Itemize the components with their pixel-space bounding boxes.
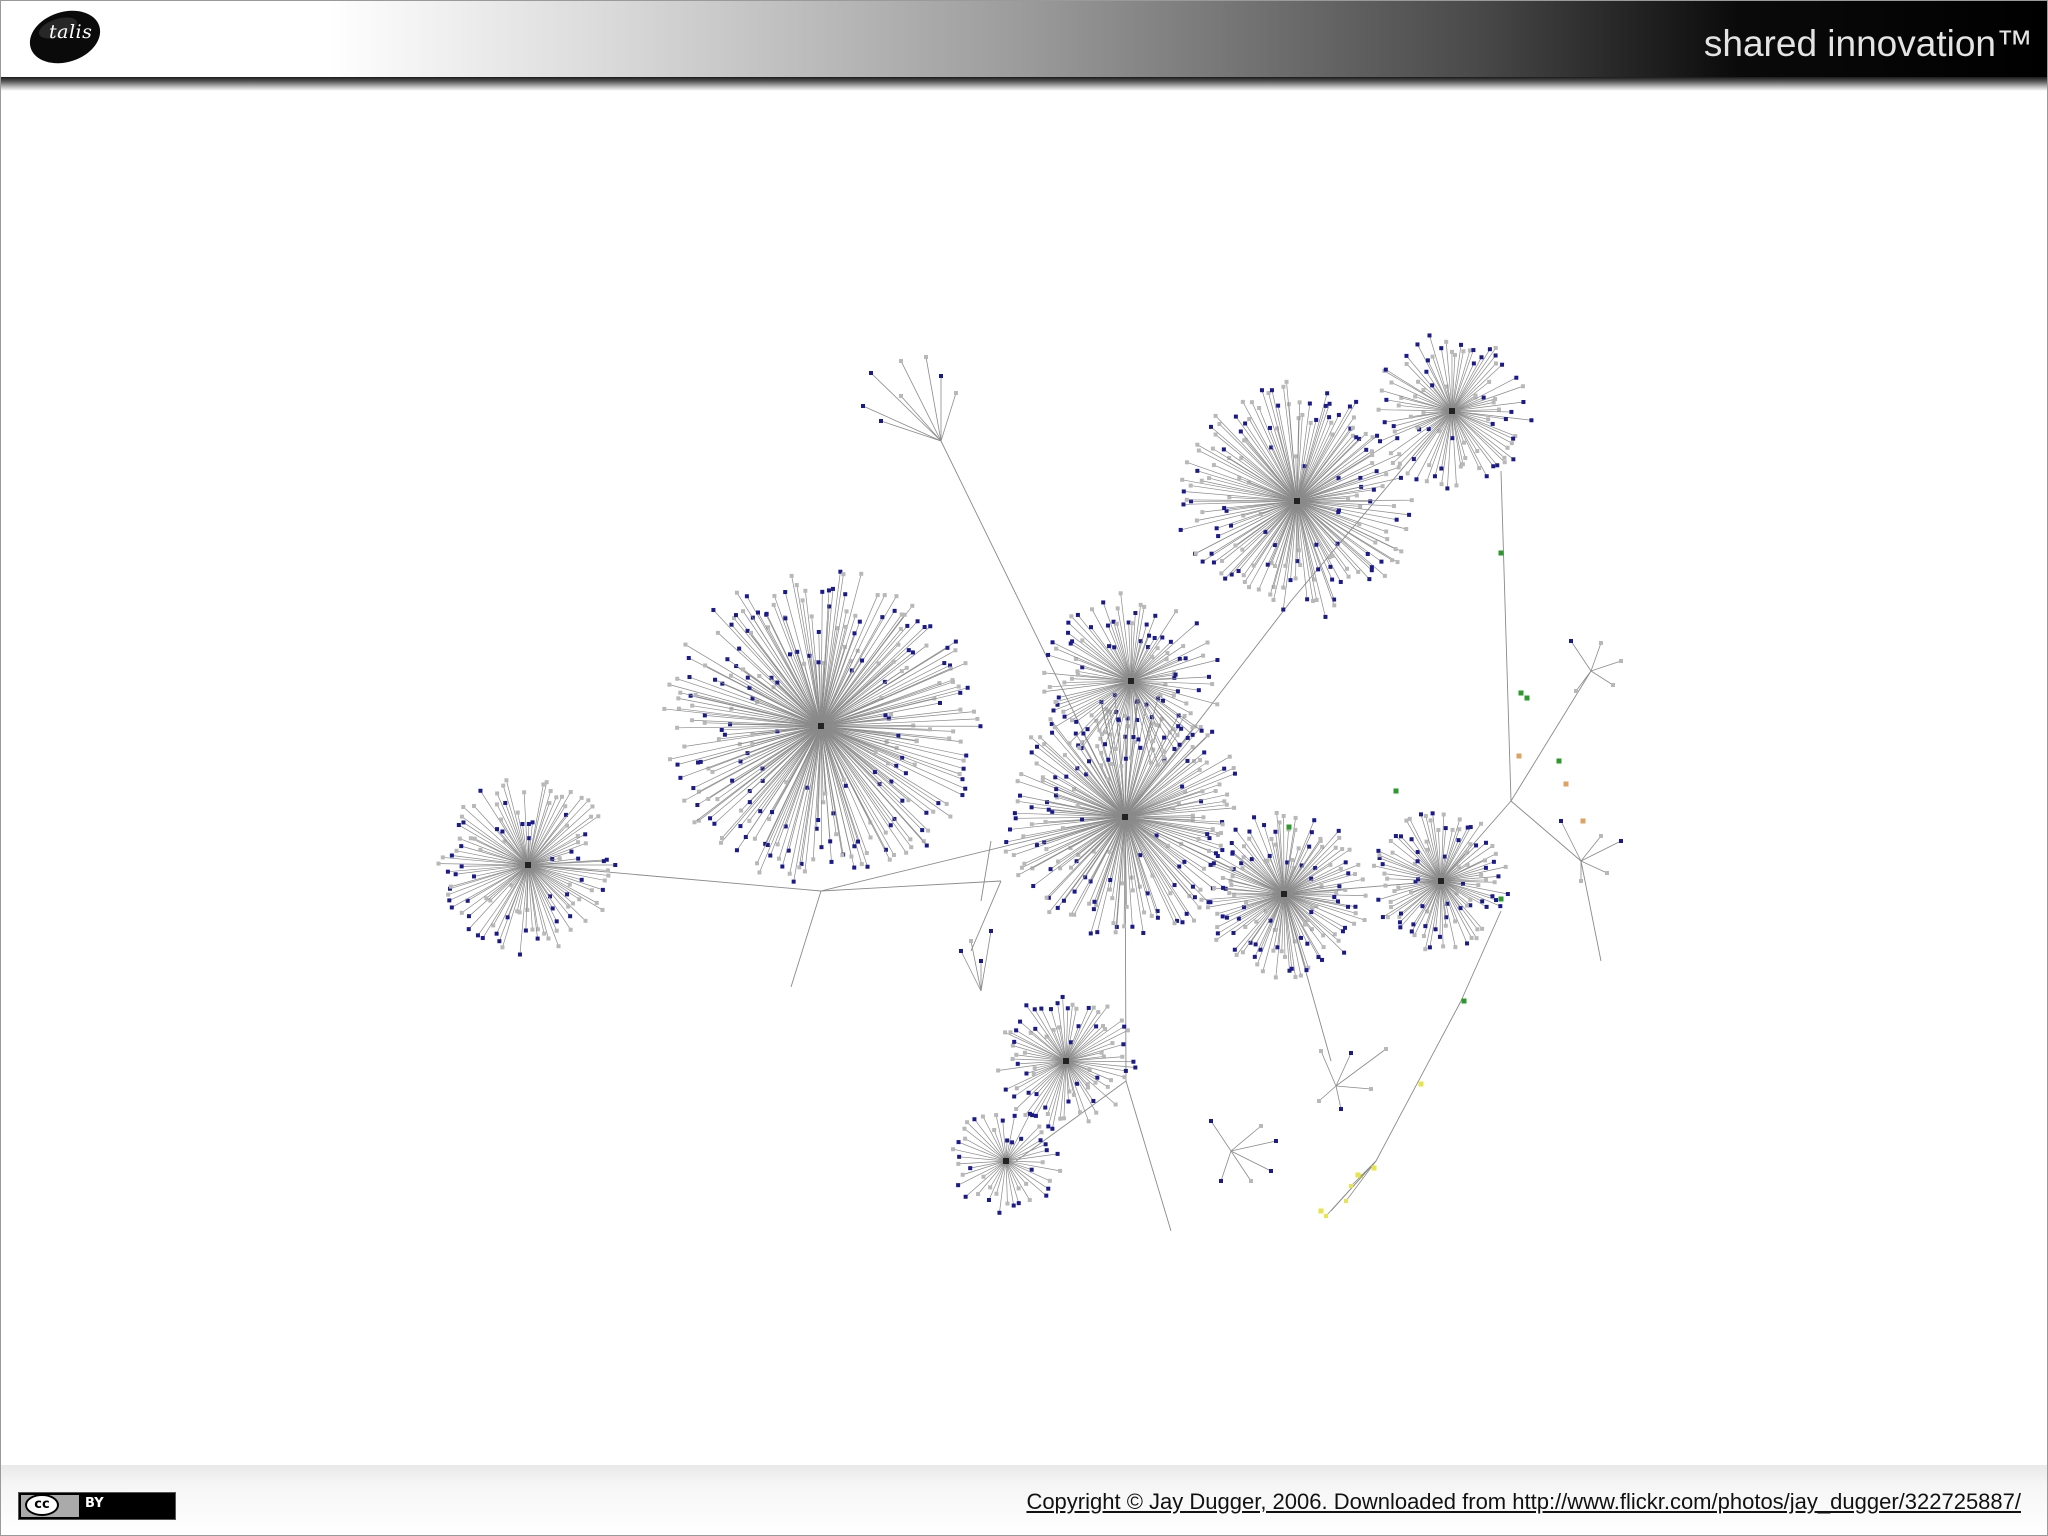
header-shadow (1, 77, 2047, 91)
logo-text: talis (49, 21, 93, 43)
network-image (1, 91, 2047, 1465)
talis-logo-icon (29, 10, 101, 64)
header-bar: talis shared innovation™ (1, 1, 2047, 77)
network-graph (436, 333, 1623, 1232)
tagline: shared innovation™ (1703, 23, 2033, 64)
copyright-link[interactable]: Copyright © Jay Dugger, 2006. Downloaded… (1026, 1489, 2021, 1514)
license-label: BY (85, 1496, 104, 1511)
footer-bar: cc BY Copyright © Jay Dugger, 2006. Down… (1, 1465, 2047, 1535)
creative-commons-icon: cc (25, 1494, 59, 1516)
license-badge[interactable]: cc BY (18, 1492, 176, 1520)
